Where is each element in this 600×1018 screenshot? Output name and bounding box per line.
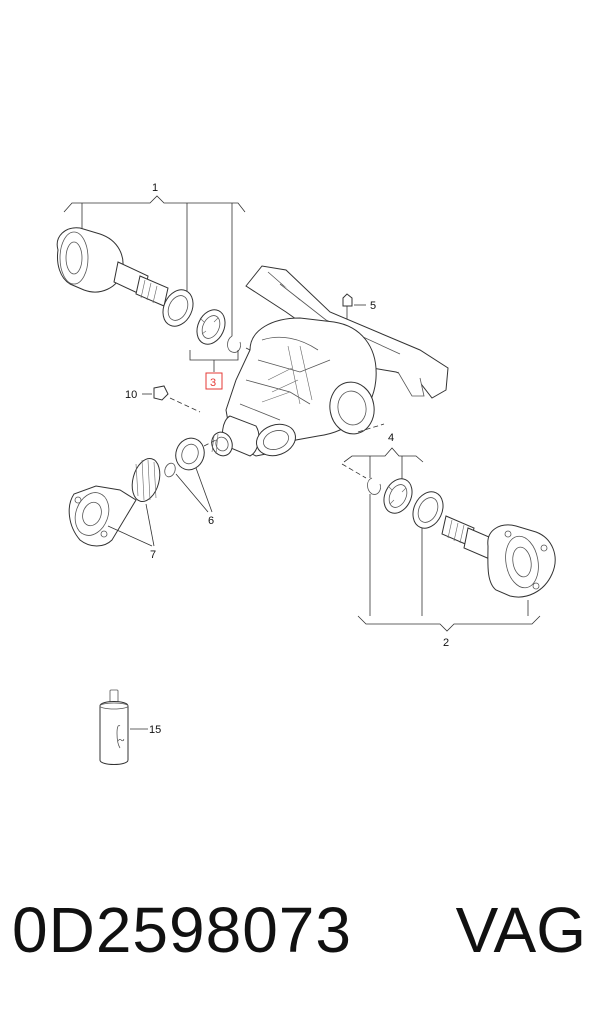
callout-4: 4 (388, 432, 394, 444)
oil-bottle-15: ~ 15 (99, 689, 161, 765)
right-drive-flange (441, 515, 556, 598)
highlight-box-3 (205, 372, 223, 390)
exploded-parts-diagram: 1 3 10 (56, 182, 556, 765)
bolt-10: 10 (125, 385, 201, 413)
left-bearing-ring (196, 309, 226, 345)
callout-3: 3 (210, 377, 216, 389)
bottle-glyph: ~ (118, 733, 125, 747)
bracket-4: 4 (341, 432, 424, 480)
part-number: 0D2598073 (12, 894, 352, 966)
right-seal-ring (412, 491, 444, 529)
bracket-3: 3 (189, 350, 239, 390)
brand-label: VAG (455, 894, 586, 966)
callout-2: 2 (443, 637, 449, 649)
pinion-seal-6: 6 (164, 437, 217, 527)
callout-6: 6 (208, 515, 214, 527)
left-seal-ring (162, 289, 194, 327)
left-circlip (227, 335, 241, 353)
right-circlip (367, 477, 381, 495)
left-drive-flange (56, 227, 169, 307)
differential-housing (211, 265, 449, 457)
bracket-2: 2 (357, 494, 541, 649)
callout-7: 7 (150, 549, 156, 561)
callout-10: 10 (125, 389, 137, 401)
right-bearing-ring (383, 478, 413, 514)
breather-5: 5 (342, 293, 376, 330)
input-flange-7: 7 (68, 457, 161, 561)
callout-15: 15 (149, 724, 161, 736)
callout-1: 1 (152, 182, 158, 194)
callout-5: 5 (370, 300, 376, 312)
